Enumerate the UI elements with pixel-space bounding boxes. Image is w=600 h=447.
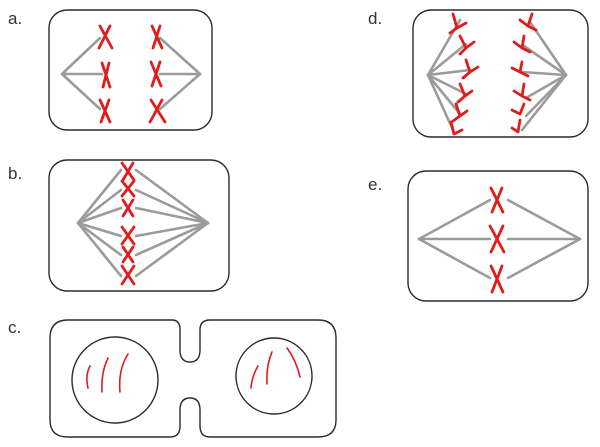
panel-c-nucleus-left: [71, 336, 159, 424]
panel-c-nucleus-right: [235, 337, 313, 415]
panel-c-label: c.: [8, 318, 21, 337]
panel-b: b.: [8, 159, 230, 292]
panel-a-spindle: [60, 36, 202, 111]
panel-b-spindle: [76, 168, 210, 278]
panel-d-chromatids-left: [448, 12, 480, 136]
panel-e-label: e.: [368, 175, 382, 194]
panel-e-spindle: [417, 198, 582, 280]
panel-d: d.: [368, 9, 589, 138]
panel-c-chromatin-left: [86, 353, 129, 393]
panel-b-chromosomes: [120, 161, 136, 286]
panel-b-label: b.: [8, 164, 22, 183]
panel-e-chromosomes: [488, 186, 506, 294]
panel-e: e.: [368, 170, 589, 302]
panel-c-chromatin-right: [250, 347, 301, 389]
panel-b-cell: [48, 159, 230, 292]
panel-d-chromatids-right: [510, 12, 538, 134]
panel-a-label: a.: [8, 9, 22, 28]
panel-d-label: d.: [368, 9, 382, 28]
panel-a-chromosomes: [97, 24, 167, 124]
panel-a-cell: [48, 9, 213, 131]
panel-a: a.: [8, 9, 213, 131]
panel-c: c.: [8, 318, 337, 438]
